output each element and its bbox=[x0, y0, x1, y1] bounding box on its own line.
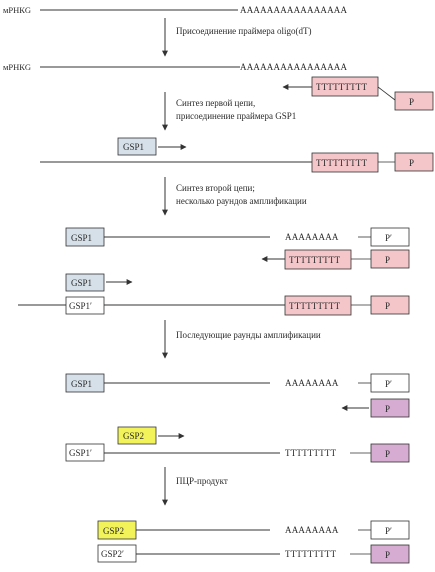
p-adapter-box bbox=[370, 443, 410, 463]
p-adapter-box bbox=[394, 91, 434, 111]
adapter-link bbox=[377, 86, 396, 101]
poly-t-text: TTTTTTTTT bbox=[316, 82, 368, 92]
poly-a-tail: AAAAAAAA bbox=[285, 525, 339, 535]
oligo-dt-primer-box bbox=[284, 295, 352, 316]
poly-t-text: TTTTTTTTT bbox=[289, 301, 341, 311]
step-1: Присоединение праймера oligo(dT) bbox=[162, 18, 311, 57]
step-5: ПЦР-продукт bbox=[162, 467, 228, 506]
gsp2-prime-text: GSP2′ bbox=[101, 549, 124, 559]
poly-t-open: TTTTTTTTT bbox=[285, 448, 337, 458]
gsp2-prime-box bbox=[97, 544, 137, 563]
step-1-text: Присоединение праймера oligo(dT) bbox=[176, 26, 311, 36]
p-prime-text: P′ bbox=[385, 379, 392, 389]
p-adapter-text: P bbox=[385, 255, 390, 265]
step-4-text: Последующие раунды амплификации bbox=[176, 330, 321, 340]
p-adapter-box bbox=[370, 249, 410, 269]
p-adapter-box bbox=[370, 544, 410, 564]
gsp2-text: GSP2 bbox=[103, 526, 124, 536]
poly-t-open: TTTTTTTTT bbox=[285, 549, 337, 559]
p-adapter-text: P bbox=[409, 97, 414, 107]
gsp2-primer-text: GSP2 bbox=[123, 431, 144, 441]
p-prime-text: P′ bbox=[385, 526, 392, 536]
poly-t-text: TTTTTTTTT bbox=[316, 158, 368, 168]
p-prime-box bbox=[370, 227, 410, 247]
step-2: Синтез первой цепи, присоединение прайме… bbox=[162, 92, 296, 131]
step-5-text: ПЦР-продукт bbox=[176, 476, 228, 486]
gsp1-text: GSP1 bbox=[71, 233, 92, 243]
gsp1-prime-box bbox=[65, 296, 105, 315]
step-3-text-line1: Синтез второй цепи; bbox=[176, 183, 255, 193]
mrna-label: мРНКG bbox=[3, 62, 31, 72]
p-adapter-box bbox=[394, 152, 434, 172]
row-oligo-dt: мРНКG AAAAAAAAAAAAAAAA TTTTTTTTT P bbox=[3, 62, 434, 111]
p-primer-box bbox=[370, 398, 410, 418]
step-3-text-line2: несколько раундов амплификации bbox=[176, 196, 307, 206]
step-3: Синтез второй цепи; несколько раундов ам… bbox=[162, 177, 307, 216]
poly-a-tail: AAAAAAAAAAAAAAAA bbox=[240, 62, 347, 72]
row-second-strand: GSP1 AAAAAAAA P′ TTTTTTTTT P GSP1 GSP1′ … bbox=[18, 227, 410, 316]
step-4: Последующие раунды амплификации bbox=[162, 320, 321, 359]
poly-t-text: TTTTTTTTT bbox=[289, 255, 341, 265]
gsp1-primer-text: GSP1 bbox=[123, 142, 144, 152]
step-2-text-line1: Синтез первой цепи, bbox=[176, 98, 255, 108]
row-mrna: мРНКG AAAAAAAAAAAAAAAA bbox=[3, 5, 347, 15]
p-primer-text: P bbox=[385, 404, 390, 414]
p-adapter-text: P bbox=[385, 550, 390, 560]
gsp1-primer-box bbox=[65, 273, 105, 292]
p-prime-box bbox=[370, 373, 410, 393]
oligo-dt-primer-box bbox=[311, 152, 379, 173]
p-adapter-text: P bbox=[409, 158, 414, 168]
row-subsequent-rounds: GSP1 AAAAAAAA P′ P GSP2 GSP1′ TTTTTTTTT … bbox=[65, 373, 410, 463]
row-first-strand: GSP1 TTTTTTTTT P bbox=[40, 137, 434, 173]
p-adapter-box bbox=[370, 295, 410, 315]
p-adapter-text: P bbox=[385, 449, 390, 459]
mrna-label: мРНКG bbox=[3, 5, 31, 15]
row-pcr-product: GSP2 AAAAAAAA P′ GSP2′ TTTTTTTTT P bbox=[97, 520, 410, 564]
p-prime-box bbox=[370, 520, 410, 540]
gsp1-primer-text: GSP1 bbox=[71, 278, 92, 288]
p-prime-text: P′ bbox=[385, 233, 392, 243]
gsp1-prime-text: GSP1′ bbox=[69, 448, 92, 458]
poly-a-tail: AAAAAAAAAAAAAAAA bbox=[240, 5, 347, 15]
gsp1-primer-box bbox=[117, 137, 157, 156]
step-2-text-line2: присоединение праймера GSP1 bbox=[176, 111, 296, 121]
oligo-dt-primer-box bbox=[284, 249, 352, 270]
p-adapter-text: P bbox=[385, 301, 390, 311]
gsp1-prime-text: GSP1′ bbox=[69, 301, 92, 311]
gsp2-primer-box bbox=[117, 426, 157, 445]
poly-a-tail: AAAAAAAA bbox=[285, 232, 339, 242]
gsp1-text: GSP1 bbox=[71, 379, 92, 389]
gsp1-prime-box bbox=[65, 443, 105, 462]
poly-a-tail: AAAAAAAA bbox=[285, 378, 339, 388]
oligo-dt-primer-box bbox=[311, 76, 379, 97]
